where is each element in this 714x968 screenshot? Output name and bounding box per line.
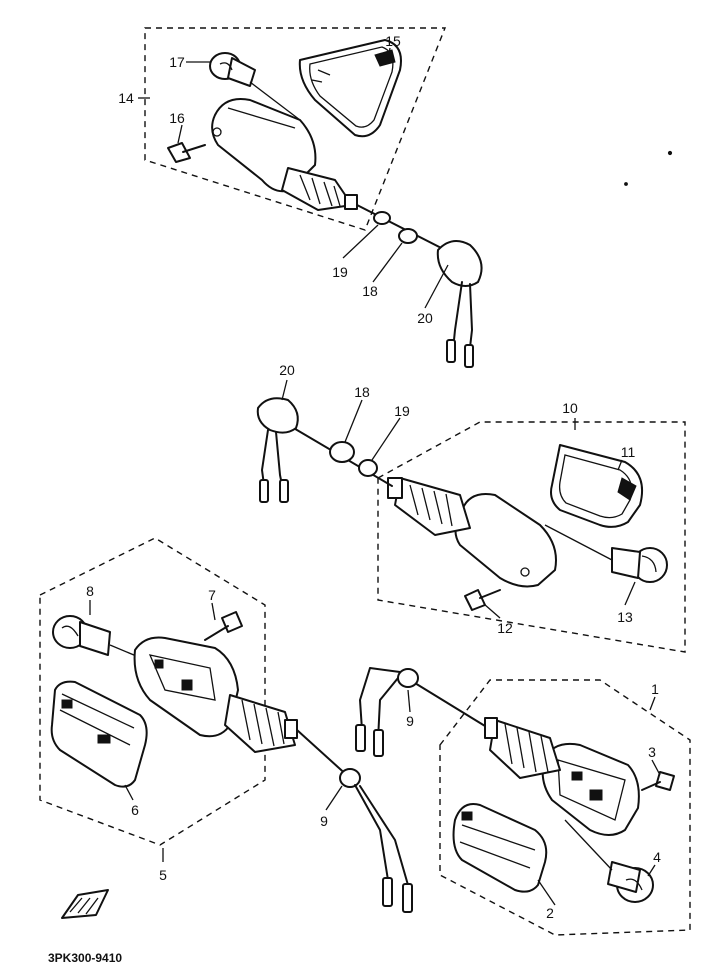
screw-3 [641, 771, 675, 791]
assembly-5 [39, 537, 413, 913]
lens-6 [50, 680, 148, 788]
callout-20-lower: 20 [279, 362, 295, 378]
callout-19-upper: 19 [332, 264, 348, 280]
speck [667, 150, 673, 156]
speck [624, 182, 628, 186]
lens-2 [452, 803, 548, 893]
callout-7: 7 [208, 587, 216, 603]
nut-18b [329, 441, 355, 463]
washer-19a [373, 211, 391, 225]
grommet-20b [256, 397, 299, 434]
screw-12 [464, 589, 501, 611]
wire-14 [356, 204, 483, 368]
callout-18-upper: 18 [362, 283, 378, 299]
callout-17: 17 [169, 54, 185, 70]
screw-7 [204, 611, 243, 641]
callout-4: 4 [653, 849, 661, 865]
assembly-14-boundary [144, 27, 447, 231]
screw-16 [167, 142, 206, 163]
washer-19b [358, 459, 378, 477]
assembly-5-boundary [39, 537, 266, 846]
callout-1: 1 [651, 681, 659, 697]
housing-1 [484, 717, 640, 836]
bulb-8 [52, 615, 166, 669]
callout-20-upper: 20 [417, 310, 433, 326]
part-code: 3PK300-9410 [48, 951, 122, 965]
callout-18-lower: 18 [354, 384, 370, 400]
callout-19-lower: 19 [394, 403, 410, 419]
callout-10: 10 [562, 400, 578, 416]
wire-5 [296, 729, 413, 913]
wire-1 [355, 667, 486, 757]
callout-2: 2 [546, 905, 554, 921]
bulb-13 [544, 524, 668, 583]
callout-6: 6 [131, 802, 139, 818]
housing-14 [211, 98, 358, 211]
nut-18a [398, 228, 418, 244]
callout-9-lower: 9 [320, 813, 328, 829]
callout-11: 11 [621, 444, 636, 460]
callout-13: 13 [617, 609, 633, 625]
assembly-10 [256, 379, 686, 653]
housing-5 [133, 636, 298, 753]
assembly-1 [355, 667, 691, 936]
wire-10 [256, 397, 393, 503]
bulb-17 [209, 52, 301, 121]
callout-5: 5 [159, 867, 167, 883]
assembly-10-boundary [377, 421, 686, 653]
grommet-9b [339, 768, 361, 788]
assembly-14 [138, 27, 483, 368]
callout-8: 8 [86, 583, 94, 599]
grommet-20a [436, 240, 483, 287]
lens-15 [298, 39, 402, 138]
callout-9-upper: 9 [406, 713, 414, 729]
callout-14: 14 [118, 90, 134, 106]
housing-10 [387, 477, 557, 588]
front-arrow-icon [61, 889, 109, 919]
callout-3: 3 [648, 744, 656, 760]
assembly-1-boundary [439, 679, 691, 936]
bulb-4 [564, 819, 654, 903]
grommet-9a [397, 668, 419, 688]
callout-16: 16 [169, 110, 185, 126]
callout-15: 15 [385, 33, 401, 49]
callout-12: 12 [497, 620, 513, 636]
